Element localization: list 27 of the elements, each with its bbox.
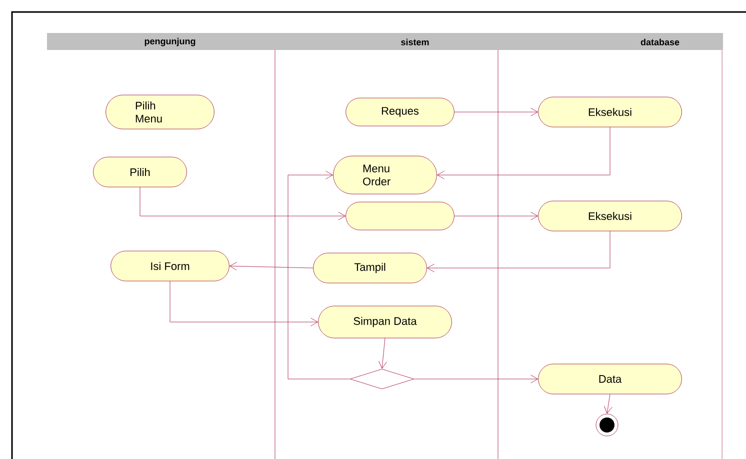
final-node [596, 414, 618, 436]
arrow [437, 127, 610, 180]
arrow [288, 170, 350, 380]
activity-box: Tampil [313, 252, 427, 284]
activity-box: Pilih Menu [106, 94, 214, 130]
arrow [414, 374, 538, 384]
arrow [604, 394, 612, 414]
activity-box: Reques [346, 98, 454, 126]
activity-box: Simpan Data [318, 306, 452, 338]
arrow [427, 231, 610, 272]
activity-box: Data [538, 364, 682, 394]
arrow [454, 212, 538, 220]
lane-label: database [640, 38, 680, 46]
activity-box: Pilih [93, 156, 187, 188]
arrow [378, 338, 387, 369]
arrow [230, 262, 314, 270]
activity-box: Isi Form [110, 250, 230, 282]
activity-box: Menu Order [333, 156, 437, 194]
arrow [140, 187, 346, 220]
activity-box [346, 202, 454, 230]
lane-label: pengunjung [144, 38, 196, 46]
arrow [170, 281, 318, 326]
activity-box: Eksekusi [538, 200, 682, 232]
lane-label: sistem [401, 38, 429, 46]
arrow [454, 108, 538, 116]
activity-box: Eksekusi [538, 96, 682, 128]
decision-diamond [350, 368, 414, 390]
